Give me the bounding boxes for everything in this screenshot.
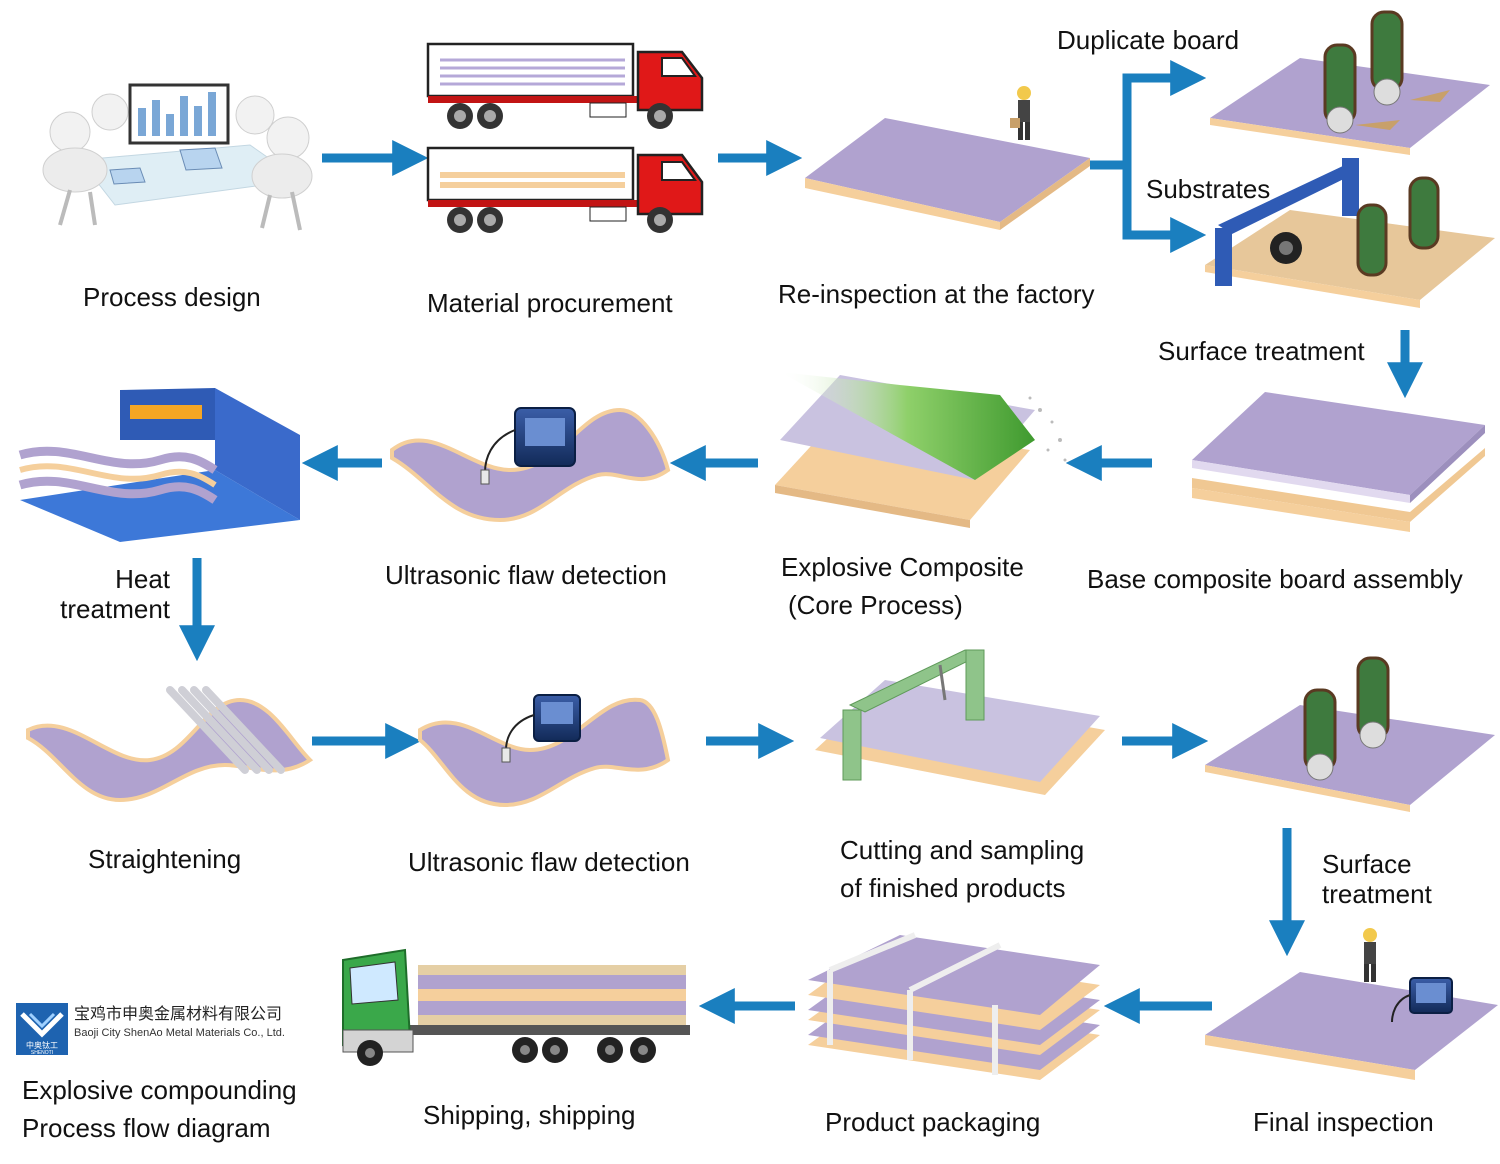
label-duplicate-board: Duplicate board <box>1057 25 1240 55</box>
diagram-title-line2: Process flow diagram <box>22 1113 271 1143</box>
truck-icon-bottom <box>426 146 704 233</box>
ultrasonic-detector-icon-2 <box>501 694 581 763</box>
ultrasonic-detector-icon-3 <box>1391 977 1453 1023</box>
label-explosive-line1: Explosive Composite <box>781 552 1024 582</box>
label-ultrasonic-2: Ultrasonic flaw detection <box>408 847 690 877</box>
straightening-plate <box>26 686 314 803</box>
arrow-branch-substrates <box>1122 165 1207 253</box>
label-straightening: Straightening <box>88 844 242 874</box>
duplicate-board-grinder <box>1210 10 1490 155</box>
truck-icon-top <box>426 42 704 129</box>
explosive-composite <box>775 372 1067 528</box>
label-substrates: Substrates <box>1146 174 1271 204</box>
final-inspection-plate <box>1205 972 1498 1080</box>
label-cutting-line1: Cutting and sampling <box>840 835 1085 865</box>
company-name-cn: 宝鸡市申奥金属材料有限公司 <box>74 1004 283 1023</box>
label-process-design: Process design <box>83 282 261 312</box>
wavy-plate-1 <box>390 407 671 523</box>
diagram-title-line1: Explosive compounding <box>22 1075 297 1105</box>
label-ultrasonic-1: Ultrasonic flaw detection <box>385 560 667 590</box>
reinspection-plate <box>805 118 1090 230</box>
cutting-gantry <box>815 649 1105 795</box>
flow-arrows <box>179 60 1423 1024</box>
ultrasonic-detector-icon <box>480 407 576 485</box>
label-reinspection: Re-inspection at the factory <box>778 279 1095 309</box>
logo-badge-text: 中奥钛工 <box>26 1040 58 1050</box>
label-surface-2-line1: Surface <box>1322 849 1412 879</box>
label-cutting-line2: of finished products <box>840 873 1066 903</box>
label-heat-line1: Heat <box>115 564 170 594</box>
packaged-stack <box>808 932 1100 1080</box>
worker-icon <box>1010 86 1031 140</box>
label-surface-treatment-1: Surface treatment <box>1158 336 1365 366</box>
heat-furnace <box>18 388 300 542</box>
arrow-branch-duplicate <box>1090 60 1207 170</box>
wavy-plate-2 <box>418 697 671 808</box>
label-heat-line2: treatment <box>60 594 170 624</box>
company-name-en: Baoji City ShenAo Metal Materials Co., L… <box>74 1027 285 1039</box>
surface-treatment-grinder <box>1205 656 1495 812</box>
company-logo: 中奥钛工 SHENOTI <box>16 1003 68 1056</box>
label-final-inspection: Final inspection <box>1253 1107 1434 1137</box>
meeting-illustration <box>42 83 313 231</box>
substrates-grinder <box>1205 158 1495 308</box>
base-assembly-plates <box>1192 392 1485 532</box>
worker-icon-2 <box>1363 928 1377 982</box>
label-base-assembly: Base composite board assembly <box>1087 564 1463 594</box>
label-shipping: Shipping, shipping <box>423 1100 636 1130</box>
label-material-procurement: Material procurement <box>427 288 673 318</box>
shipping-truck-icon <box>342 948 690 1066</box>
logo-badge-subtext: SHENOTI <box>31 1050 53 1056</box>
label-surface-2-line2: treatment <box>1322 879 1432 909</box>
label-packaging: Product packaging <box>825 1107 1041 1137</box>
label-explosive-line2: (Core Process) <box>788 590 963 620</box>
